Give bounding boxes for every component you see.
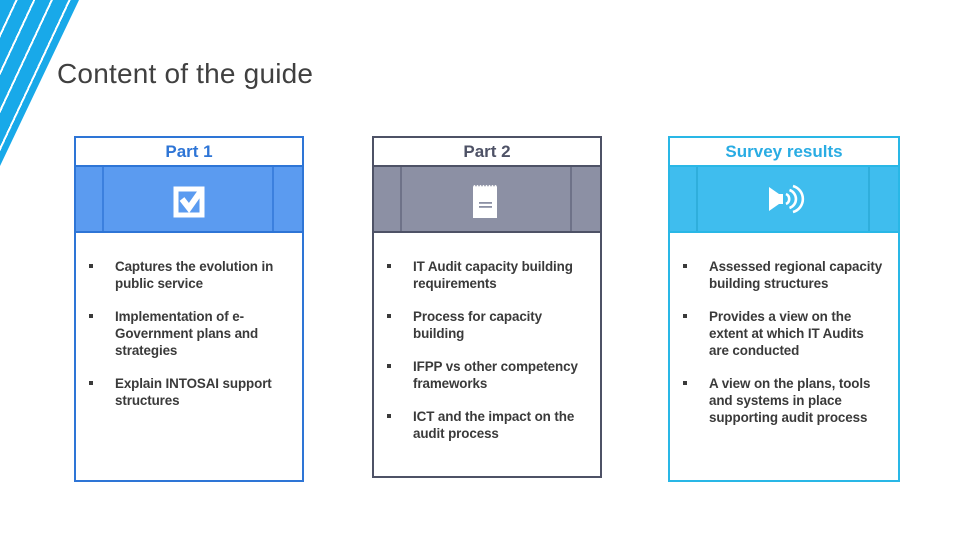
card-part-2: Part 2 IT Audit capacity building requir… bbox=[372, 136, 602, 478]
bullet-item: A view on the plans, tools and systems i… bbox=[681, 375, 886, 426]
card-part-1-icon-band bbox=[76, 167, 302, 233]
card-survey-results-body: Assessed regional capacity building stru… bbox=[670, 233, 898, 426]
bullet-item: Implementation of e-Government plans and… bbox=[87, 308, 290, 359]
card-part-2-header: Part 2 bbox=[374, 138, 600, 167]
notepad-icon bbox=[473, 185, 497, 218]
card-survey-results: Survey results Assessed regional capacit… bbox=[668, 136, 900, 482]
bullet-item: IFPP vs other competency frameworks bbox=[385, 358, 588, 392]
card-part-1-header: Part 1 bbox=[76, 138, 302, 167]
bullet-item: ICT and the impact on the audit process bbox=[385, 408, 588, 442]
band-divider bbox=[101, 167, 104, 231]
band-divider bbox=[867, 167, 870, 231]
bullet-item: Process for capacity building bbox=[385, 308, 588, 342]
bullet-item: Captures the evolution in public service bbox=[87, 258, 290, 292]
card-part-1-body: Captures the evolution in public service… bbox=[76, 233, 302, 409]
bullet-item: Explain INTOSAI support structures bbox=[87, 375, 290, 409]
band-divider bbox=[399, 167, 402, 231]
bullet-item: IT Audit capacity building requirements bbox=[385, 258, 588, 292]
card-part-1: Part 1 Captures the evolution in public … bbox=[74, 136, 304, 482]
card-survey-results-header: Survey results bbox=[670, 138, 898, 167]
checkbox-icon bbox=[173, 186, 205, 218]
slide-title: Content of the guide bbox=[57, 57, 314, 89]
card-part-2-body: IT Audit capacity building requirements … bbox=[374, 233, 600, 442]
band-divider bbox=[569, 167, 572, 231]
band-divider bbox=[271, 167, 274, 231]
bullet-list: Assessed regional capacity building stru… bbox=[681, 258, 886, 426]
card-part-2-icon-band bbox=[374, 167, 600, 233]
bullet-item: Provides a view on the extent at which I… bbox=[681, 308, 886, 359]
card-part-1-title: Part 1 bbox=[165, 141, 213, 161]
band-divider bbox=[696, 167, 699, 231]
bullet-list: IT Audit capacity building requirements … bbox=[385, 258, 588, 442]
speaker-icon bbox=[769, 184, 805, 214]
card-survey-results-title: Survey results bbox=[725, 141, 843, 161]
card-survey-results-icon-band bbox=[670, 167, 898, 233]
bullet-item: Assessed regional capacity building stru… bbox=[681, 258, 886, 292]
card-part-2-title: Part 2 bbox=[463, 141, 511, 161]
bullet-list: Captures the evolution in public service… bbox=[87, 258, 290, 409]
